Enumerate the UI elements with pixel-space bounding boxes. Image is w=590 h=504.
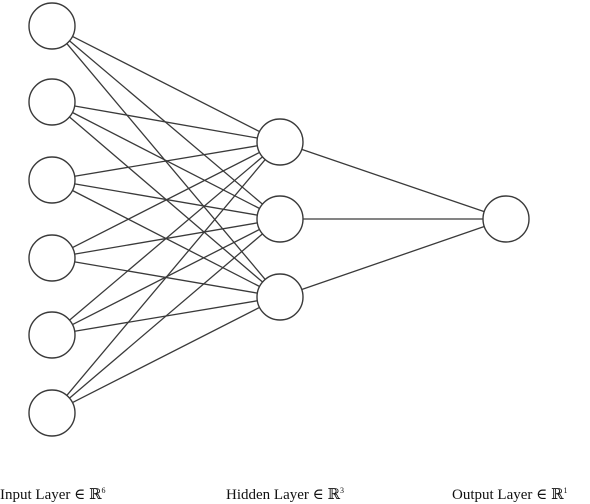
input-layer-label-text: Input Layer ∈ ℝ bbox=[0, 487, 102, 503]
input-node-1 bbox=[28, 2, 76, 50]
input-node-2 bbox=[28, 78, 76, 126]
hidden-layer-label-text: Hidden Layer ∈ ℝ bbox=[226, 487, 340, 503]
edge-input-1-to-hidden-1 bbox=[72, 35, 260, 133]
output-layer-label-text: Output Layer ∈ ℝ bbox=[452, 487, 564, 503]
input-node-6 bbox=[28, 389, 76, 437]
input-node-3 bbox=[28, 156, 76, 204]
output-node-1 bbox=[482, 195, 530, 243]
edge-input-4-to-hidden-1 bbox=[72, 151, 260, 249]
hidden-layer-label: Hidden Layer ∈ ℝ3 bbox=[226, 482, 344, 504]
edge-input-6-to-hidden-1 bbox=[66, 159, 266, 396]
hidden-node-2 bbox=[256, 195, 304, 243]
edges bbox=[66, 35, 485, 404]
edge-input-5-to-hidden-1 bbox=[69, 156, 263, 321]
input-layer-label: Input Layer ∈ ℝ6 bbox=[0, 482, 105, 504]
output-layer-dimension: 1 bbox=[563, 486, 568, 495]
hidden-layer-dimension: 3 bbox=[339, 486, 344, 495]
edge-hidden-3-to-output-1 bbox=[301, 225, 485, 291]
edge-input-2-to-hidden-1 bbox=[74, 105, 258, 139]
edge-input-3-to-hidden-1 bbox=[74, 145, 258, 177]
input-node-5 bbox=[28, 311, 76, 359]
hidden-node-3 bbox=[256, 273, 304, 321]
output-layer-label: Output Layer ∈ ℝ1 bbox=[452, 482, 567, 504]
edge-hidden-1-to-output-1 bbox=[301, 148, 485, 213]
hidden-node-1 bbox=[256, 118, 304, 166]
edge-input-6-to-hidden-2 bbox=[69, 233, 263, 399]
nodes bbox=[28, 2, 530, 437]
input-node-4 bbox=[28, 234, 76, 282]
input-layer-dimension: 6 bbox=[101, 486, 106, 495]
edge-input-6-to-hidden-3 bbox=[72, 306, 260, 404]
